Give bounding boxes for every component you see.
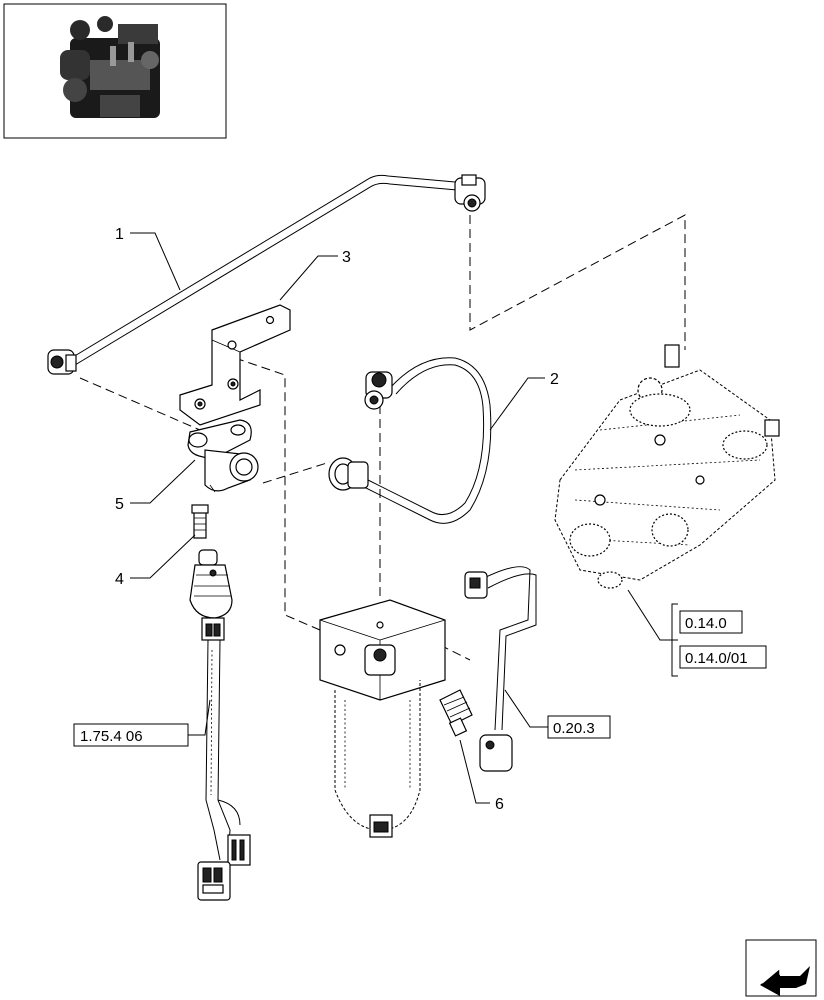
sensor-harness: [189, 549, 251, 901]
pipe-fitting-left: [47, 349, 77, 375]
reference-label-pump-a: 0.14.0: [685, 615, 727, 632]
connector-plug-a: [227, 834, 251, 866]
injection-pump: [554, 344, 780, 589]
pipe2-fitting-bottom: [328, 457, 369, 491]
connection-lines: [79, 214, 686, 661]
fuel-pipe-1: [47, 174, 486, 375]
callout-5: 5: [115, 496, 124, 513]
reference-box-wire[interactable]: 0.20.3: [547, 715, 611, 739]
bolt-4: [191, 504, 209, 539]
pipe2-fitting-top: [364, 371, 393, 410]
callout-3: 3: [342, 249, 351, 266]
reference-box-pump-b[interactable]: 0.14.0/01: [679, 645, 767, 669]
pipe-fitting-right: [454, 174, 486, 212]
callout-4: 4: [115, 571, 124, 588]
engine-thumbnail-icon: [60, 16, 160, 118]
next-page-button[interactable]: [745, 939, 817, 997]
leader-lines: [130, 232, 678, 804]
reference-box-harness[interactable]: 1.75.4 06: [73, 723, 189, 747]
callout-1: 1: [115, 226, 124, 243]
engine-thumbnail: [3, 3, 227, 139]
reference-label-wire: 0.20.3: [553, 720, 595, 737]
sensor-wire: [464, 566, 537, 772]
callout-labels: 1 3 2 5 4 6: [115, 226, 559, 813]
bolt-6: [439, 689, 473, 737]
reference-box-pump-a[interactable]: 0.14.0: [679, 610, 743, 634]
reference-label-harness: 1.75.4 06: [80, 728, 143, 745]
callout-2: 2: [550, 371, 559, 388]
connector-plug-b: [197, 861, 231, 901]
next-page-arrow-icon: [760, 965, 810, 996]
reference-label-pump-b: 0.14.0/01: [685, 650, 748, 667]
fuel-pipe-2: [328, 357, 492, 524]
bracket-3: [179, 304, 291, 426]
fuel-filter: [319, 599, 446, 838]
tee-fitting-5: [187, 419, 259, 493]
callout-6: 6: [495, 796, 504, 813]
